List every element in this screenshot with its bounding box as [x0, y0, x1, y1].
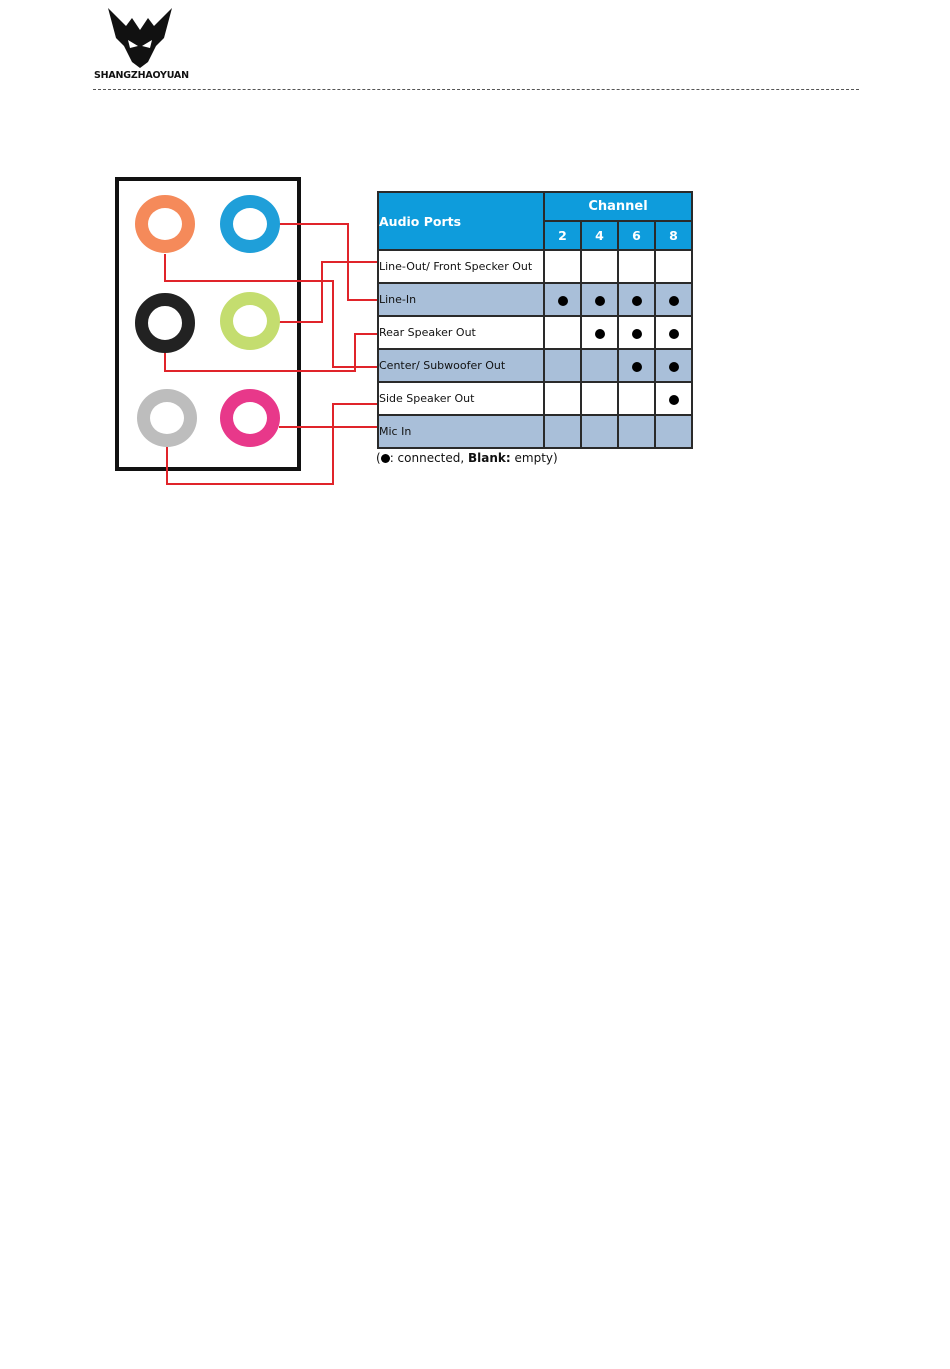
- channel-cell: [618, 382, 655, 415]
- port-label: Mic In: [378, 415, 544, 448]
- channel-cell: [581, 382, 618, 415]
- table-row: Mic In: [378, 415, 692, 448]
- channel-cell: [618, 349, 655, 382]
- lime-jack: [220, 292, 280, 350]
- channel-cell: [618, 283, 655, 316]
- connected-dot-icon: [669, 329, 679, 339]
- port-label: Line-In: [378, 283, 544, 316]
- legend-blank-label: Blank:: [468, 451, 511, 465]
- channel-6-header: 6: [618, 221, 655, 250]
- channel-cell: [655, 250, 692, 283]
- connected-dot-icon: [632, 329, 642, 339]
- channel-header: Channel: [544, 192, 692, 221]
- channel-cell: [618, 316, 655, 349]
- channel-cell: [544, 250, 581, 283]
- connected-dot-icon: [381, 454, 390, 463]
- table-row: Line-Out/ Front Specker Out: [378, 250, 692, 283]
- legend-blank-text: empty): [511, 451, 558, 465]
- pink-jack: [220, 389, 280, 447]
- channel-2-header: 2: [544, 221, 581, 250]
- channel-cell: [581, 316, 618, 349]
- channel-cell: [655, 283, 692, 316]
- connected-dot-icon: [595, 329, 605, 339]
- channel-cell: [618, 250, 655, 283]
- channel-cell: [544, 382, 581, 415]
- port-label: Side Speaker Out: [378, 382, 544, 415]
- port-label: Line-Out/ Front Specker Out: [378, 250, 544, 283]
- connected-dot-icon: [632, 296, 642, 306]
- channel-cell: [544, 415, 581, 448]
- table-row: Side Speaker Out: [378, 382, 692, 415]
- channel-cell: [655, 382, 692, 415]
- audio-ports-table: Audio Ports Channel 2 4 6 8 Line-Out/ Fr…: [377, 191, 693, 449]
- black-jack: [135, 293, 195, 353]
- connected-dot-icon: [558, 296, 568, 306]
- connected-dot-icon: [595, 296, 605, 306]
- legend-open: (: [376, 451, 381, 465]
- connected-dot-icon: [632, 362, 642, 372]
- channel-cell: [581, 415, 618, 448]
- channel-4-header: 4: [581, 221, 618, 250]
- channel-cell: [618, 415, 655, 448]
- channel-cell: [581, 349, 618, 382]
- channel-cell: [655, 349, 692, 382]
- connected-dot-icon: [669, 362, 679, 372]
- blue-jack: [220, 195, 280, 253]
- audio-ports-header: Audio Ports: [378, 192, 544, 250]
- channel-cell: [544, 349, 581, 382]
- gray-jack: [137, 389, 197, 447]
- channel-cell: [581, 283, 618, 316]
- table-legend: ( : connected, Blank: empty): [376, 451, 558, 465]
- orange-jack: [135, 195, 195, 253]
- port-label: Center/ Subwoofer Out: [378, 349, 544, 382]
- table-row: Rear Speaker Out: [378, 316, 692, 349]
- table-row: Line-In: [378, 283, 692, 316]
- table-row: Center/ Subwoofer Out: [378, 349, 692, 382]
- channel-8-header: 8: [655, 221, 692, 250]
- channel-cell: [581, 250, 618, 283]
- legend-connected-text: : connected,: [390, 451, 468, 465]
- channel-cell: [544, 283, 581, 316]
- connected-dot-icon: [669, 296, 679, 306]
- channel-cell: [655, 316, 692, 349]
- channel-cell: [544, 316, 581, 349]
- channel-cell: [655, 415, 692, 448]
- wire-lime-line-out: [279, 262, 377, 322]
- port-label: Rear Speaker Out: [378, 316, 544, 349]
- connected-dot-icon: [669, 395, 679, 405]
